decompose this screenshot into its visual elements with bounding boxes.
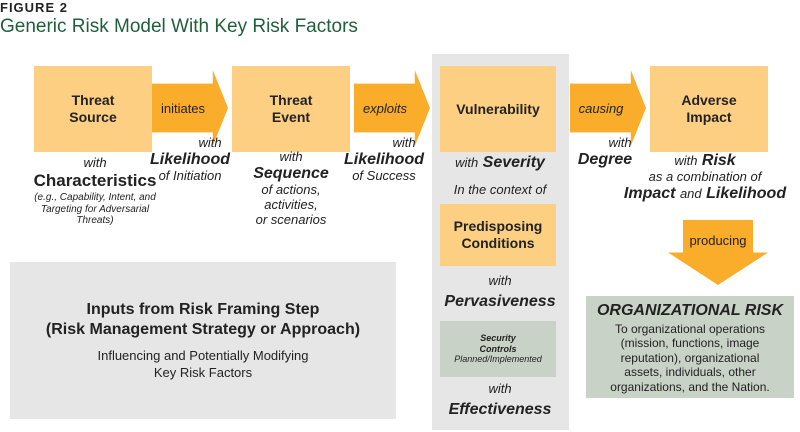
- pervasiveness-annotation: with Pervasiveness: [436, 273, 564, 311]
- inputs-subtitle: Influencing and Potentially Modifying Ke…: [97, 348, 309, 380]
- risk-impact: Impact: [623, 185, 676, 203]
- risk-detail: as a combination of: [648, 169, 762, 185]
- risk-annotation: with Risk as a combination of Impact and…: [610, 152, 800, 204]
- risk-attr: Risk: [701, 152, 736, 169]
- organizational-risk-box: ORGANIZATIONAL RISK To organizational op…: [586, 296, 794, 398]
- success-attr: Likelihood: [344, 150, 424, 168]
- exploits-label: exploits: [362, 100, 408, 116]
- source-attr: Characteristics: [33, 170, 157, 190]
- risk-with: with: [674, 153, 698, 168]
- figure-title: Generic Risk Model With Key Risk Factors: [0, 16, 358, 37]
- predisposing-conditions-box: Predisposing Conditions: [440, 204, 556, 266]
- vuln-with: with: [455, 155, 479, 170]
- degree-attr: Degree: [577, 150, 633, 168]
- success-detail: of Success: [352, 168, 416, 184]
- context-text: In the context of: [453, 182, 547, 197]
- vulnerability-box: Vulnerability: [440, 66, 556, 152]
- security-controls-box: Security Controls Planned/Implemented: [440, 321, 556, 377]
- sequence-annotation: with Sequence of actions, activities, or…: [236, 149, 346, 228]
- initiation-annotation: with Likelihood of Initiation: [140, 135, 240, 184]
- risk-likelihood: Likelihood: [706, 185, 787, 203]
- source-annotation: with Characteristics (e.g., Capability, …: [20, 155, 170, 227]
- inputs-title: Inputs from Risk Framing Step (Risk Mana…: [45, 301, 361, 339]
- event-detail: of actions, activities, or scenarios: [255, 182, 327, 228]
- inputs-from-risk-framing-box: Inputs from Risk Framing Step (Risk Mana…: [10, 262, 396, 419]
- vuln-attr: Severity: [482, 154, 545, 171]
- figure-label: FIGURE 2: [0, 0, 68, 15]
- pre-with: with: [488, 273, 512, 288]
- init-with: with: [198, 135, 222, 150]
- effectiveness-annotation: with Effectiveness: [436, 381, 564, 419]
- severity-annotation: with Severity: [436, 154, 564, 172]
- threat-event-box: Threat Event: [232, 66, 350, 152]
- security-controls-sub: Planned/Implemented: [454, 354, 542, 365]
- eff-attr: Effectiveness: [448, 400, 552, 418]
- causing-label: causing: [578, 100, 624, 116]
- event-with: with: [279, 149, 303, 164]
- producing-arrow: producing: [668, 220, 768, 285]
- degree-annotation: with Degree: [560, 135, 650, 169]
- source-detail: (e.g., Capability, Intent, and Targeting…: [34, 192, 156, 227]
- event-attr: Sequence: [253, 164, 329, 182]
- degree-with: with: [608, 135, 632, 150]
- org-risk-title: ORGANIZATIONAL RISK: [596, 302, 784, 319]
- init-attr: Likelihood: [150, 150, 230, 168]
- pre-attr: Pervasiveness: [444, 292, 556, 310]
- risk-and: and: [679, 186, 702, 202]
- security-controls-title: Security Controls: [479, 332, 517, 354]
- eff-with: with: [488, 381, 512, 396]
- init-detail: of Initiation: [158, 168, 222, 184]
- source-with: with: [83, 155, 107, 170]
- success-with: with: [392, 135, 416, 150]
- adverse-impact-box: Adverse Impact: [650, 66, 768, 152]
- initiates-label: initiates: [160, 100, 206, 116]
- producing-label: producing: [689, 233, 747, 248]
- org-risk-description: To organizational operations (mission, f…: [610, 322, 770, 394]
- success-annotation: with Likelihood of Success: [334, 135, 434, 184]
- threat-source-box: Threat Source: [34, 66, 152, 152]
